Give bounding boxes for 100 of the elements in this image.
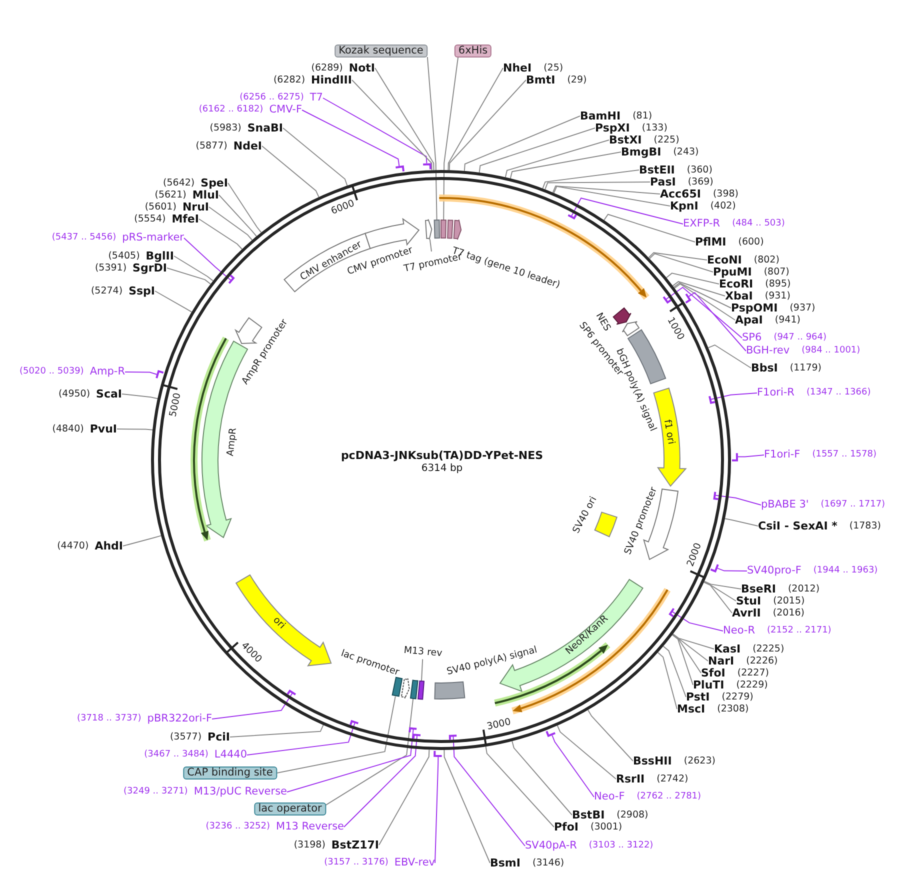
primer-position: (5020 .. 5039) — [20, 366, 84, 378]
cut-site-position: (5983) — [210, 122, 242, 134]
enzyme-name: BstBI — [572, 810, 605, 820]
primer-name: SV40pro-F — [747, 566, 802, 576]
enzyme-name: BbsI — [751, 362, 778, 374]
enzyme-name: NarI — [708, 656, 734, 666]
primer-position: (1557 .. 1578) — [812, 450, 876, 460]
primer-name: SV40pA-R — [525, 840, 577, 852]
enzyme-name: AhdI — [94, 540, 123, 552]
cut-site-position: (5621) — [154, 190, 186, 200]
enzyme-name: SpeI — [200, 178, 228, 188]
leader-line — [444, 750, 490, 864]
cut-site-position: (2227) — [737, 668, 769, 678]
cut-site-position: (5642) — [163, 178, 195, 188]
leader-line — [116, 428, 154, 430]
leader-line — [556, 725, 616, 780]
leader-line — [688, 292, 746, 352]
plasmid-length: 6314 bp — [421, 463, 463, 475]
leader-line — [218, 194, 257, 237]
cut-site-position: (895) — [765, 278, 791, 290]
cut-site-position: (937) — [790, 302, 816, 314]
leader-line — [704, 582, 736, 602]
primer-name: F1ori-F — [764, 450, 800, 460]
leader-line — [666, 272, 720, 284]
primer-name: M13 Reverse — [276, 822, 344, 832]
leader-line — [302, 110, 400, 166]
leader-line — [510, 152, 622, 179]
leader-line — [154, 290, 192, 312]
feature-block — [440, 220, 446, 238]
leader-line — [704, 580, 742, 590]
leader-line — [448, 68, 504, 171]
primer-name: Neo-F — [594, 792, 625, 802]
primer-name: CMV-F — [269, 104, 302, 116]
primer-name: F1ori-R — [757, 388, 794, 398]
leader-line — [122, 394, 158, 400]
enzyme-name: PfoI — [554, 822, 578, 832]
cut-site-position: (133) — [642, 122, 668, 134]
enzyme-name: BstZ17I — [331, 840, 379, 850]
feature-block — [410, 680, 418, 700]
cut-site-position: (369) — [688, 176, 714, 188]
leader-line — [212, 692, 294, 720]
enzyme-name: PflMI — [695, 236, 726, 248]
cut-site-position: (2742) — [656, 774, 688, 784]
scale-label: 2000 — [686, 542, 704, 569]
cut-site-position: (2012) — [788, 584, 820, 594]
leader-line — [352, 80, 432, 171]
enzyme-name: MfeI — [172, 214, 199, 224]
leader-line — [378, 749, 430, 846]
leader-line — [657, 652, 678, 710]
leader-line — [478, 128, 596, 173]
feature-name: f1 ori — [661, 418, 677, 446]
cut-site-position: (941) — [774, 314, 800, 326]
feature-block — [418, 680, 424, 700]
pointed-feature-block — [453, 219, 462, 240]
leader-line — [322, 98, 428, 164]
cut-site-position: (2908) — [616, 810, 648, 820]
leader-line — [672, 634, 694, 686]
leader-line — [174, 256, 214, 282]
leader-line — [325, 698, 414, 806]
enzyme-name: SspI — [128, 286, 155, 296]
enzyme-name: BglII — [146, 250, 174, 262]
feature-tag: Kozak sequence — [334, 44, 428, 57]
primer-position: (3249 .. 3271) — [124, 786, 188, 798]
leader-line — [714, 494, 762, 506]
cut-site-position: (3577) — [170, 732, 202, 742]
feature-block — [434, 220, 440, 239]
feature-name: SV40 ori — [570, 494, 600, 536]
enzyme-name: SfoI — [701, 668, 726, 678]
enzyme-name: PciI — [208, 732, 230, 742]
enzyme-name: RsrII — [616, 774, 645, 784]
cut-site-position: (398) — [712, 188, 739, 200]
primer-position: (484 .. 503) — [732, 218, 785, 230]
leader-line — [674, 283, 736, 320]
cut-site-position: (2015) — [773, 596, 805, 606]
primer-position: (1347 .. 1366) — [806, 388, 871, 398]
leader-line — [512, 740, 572, 816]
cut-site-position: (3198) — [294, 840, 326, 850]
leader-line — [570, 198, 684, 224]
primer-position: (1697 .. 1717) — [820, 500, 886, 510]
feature-tag: lac operator — [254, 802, 326, 816]
cut-site-position: (4470) — [57, 540, 89, 552]
cut-site-position: (243) — [673, 146, 699, 158]
enzyme-name: PspXI — [595, 122, 630, 134]
leader-line — [662, 646, 686, 698]
primer-position: (3103 .. 3122) — [588, 840, 654, 852]
enzyme-name: BsmI — [490, 858, 520, 868]
leader-line — [717, 568, 748, 572]
leader-line — [426, 56, 438, 220]
leader-line — [738, 454, 764, 458]
leader-line — [282, 128, 348, 186]
primer-position: (2152 .. 2171) — [767, 626, 832, 636]
cut-site-position: (1783) — [849, 520, 881, 532]
cut-site-position: (225) — [654, 134, 680, 146]
scale-label: 6000 — [329, 198, 356, 217]
leader-line — [246, 722, 356, 756]
enzyme-name: BmgBI — [621, 146, 662, 158]
primer-position: (2762 .. 2781) — [636, 792, 702, 802]
primer-name: Amp-R — [90, 366, 125, 378]
leader-line — [672, 634, 714, 650]
leader-line — [421, 658, 424, 682]
